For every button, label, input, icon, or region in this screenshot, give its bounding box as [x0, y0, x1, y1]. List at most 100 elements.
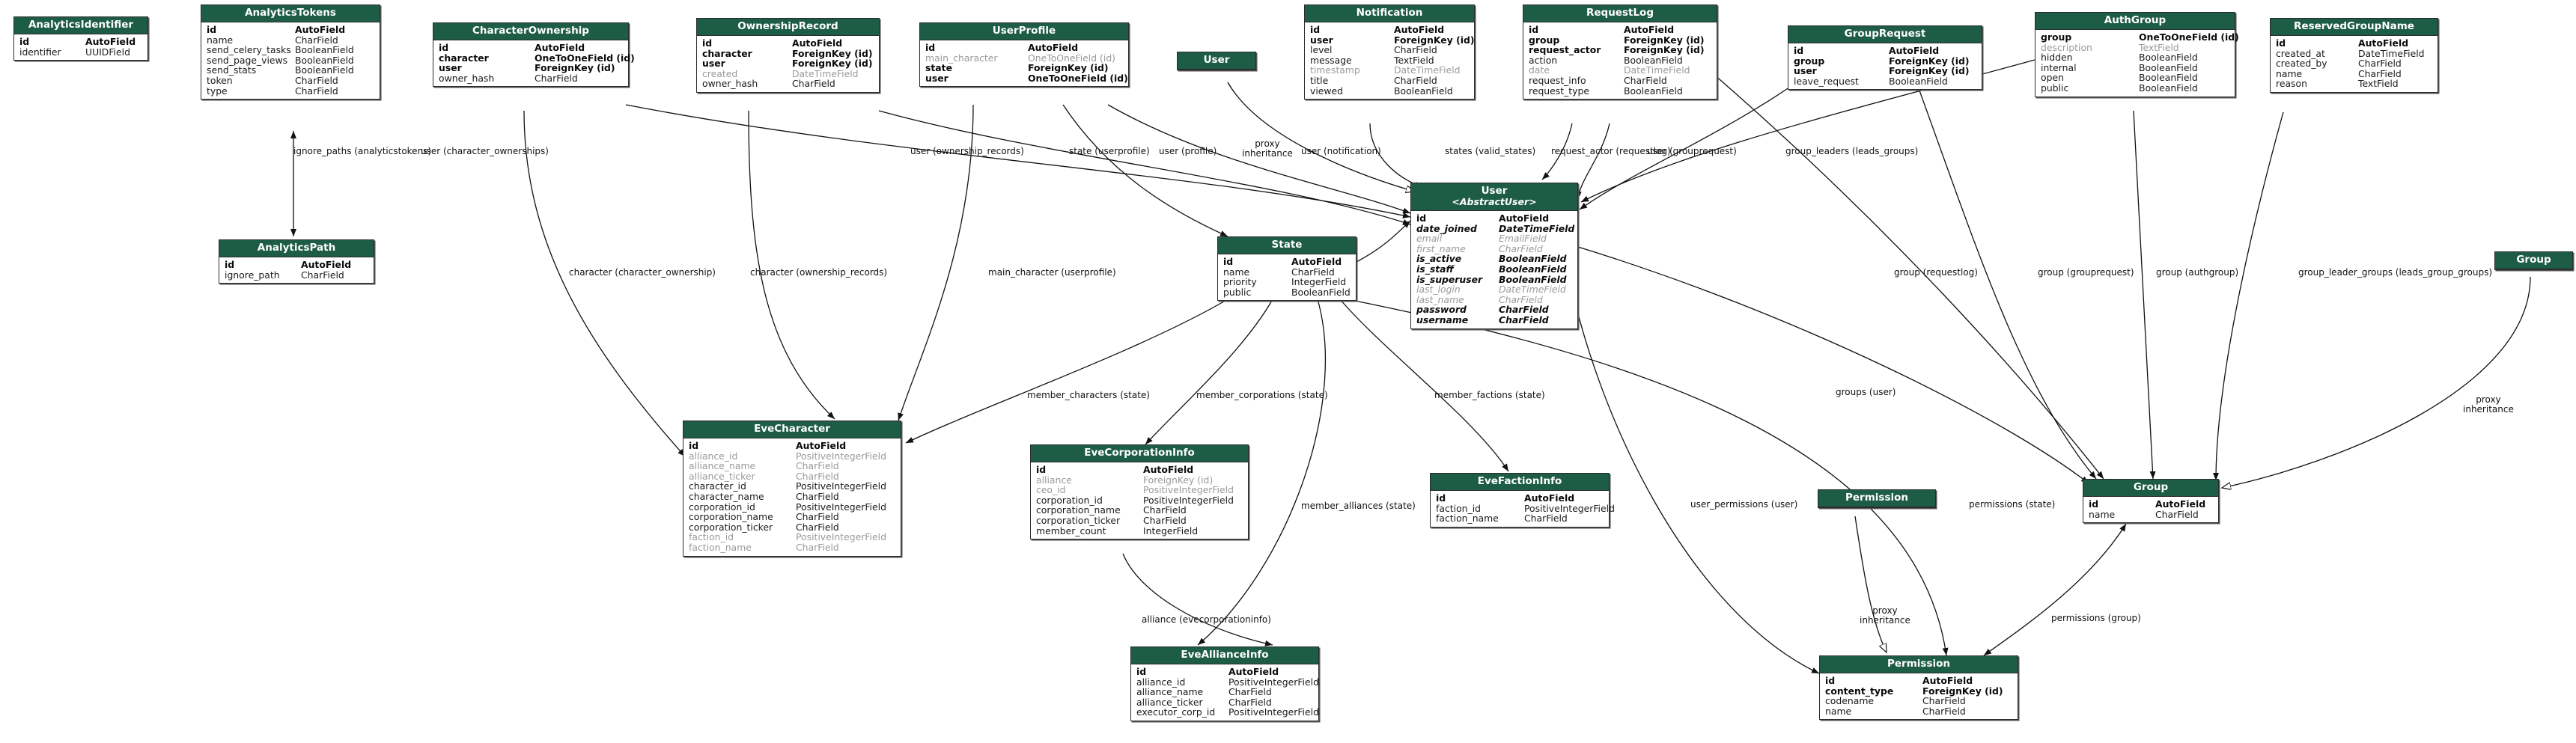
edge-label: permissions (state) [1969, 499, 2056, 510]
field-type: AutoField [1028, 42, 1079, 54]
field-type: AutoField [1499, 212, 1550, 224]
field-name: character_id [689, 480, 746, 492]
field-name: created_by [2276, 58, 2327, 70]
field-name: identifier [19, 46, 61, 58]
edge-label: user_permissions (user) [1690, 499, 1798, 510]
field-name: id [1136, 666, 1147, 678]
entity-title: UserProfile [920, 23, 1128, 41]
field-type: AutoField [2155, 498, 2206, 510]
field-type: AutoField [1889, 45, 1940, 57]
field-type: AutoField [2358, 37, 2409, 49]
entity-name: EveAllianceInfo [1181, 649, 1269, 661]
field-name: last_name [1416, 293, 1464, 305]
edge-label: group (requestlog) [1894, 267, 1978, 278]
field-type: CharField [1499, 242, 1543, 254]
field-name: owner_hash [702, 78, 758, 90]
field-name: id [1036, 464, 1047, 476]
field-type: PositiveIntegerField [1228, 706, 1319, 718]
field-type: CharField [796, 542, 839, 554]
field-name: leave_request [1794, 75, 1859, 87]
entity-group[interactable]: Group [2494, 251, 2573, 271]
field-name: alliance_name [1136, 686, 1204, 698]
field-type: BooleanField [295, 44, 354, 56]
field-name: state [925, 62, 952, 74]
field-name: user [1310, 34, 1333, 46]
field-type: PositiveIntegerField [796, 450, 886, 462]
entity-title: EveAllianceInfo [1131, 647, 1318, 665]
edge-label: user (profile) [1159, 146, 1217, 156]
field-type: PositiveIntegerField [1524, 502, 1615, 514]
entity-title: OwnershipRecord [697, 19, 879, 37]
entity-title: User [1178, 52, 1255, 70]
edge-label: user (character_ownerships) [421, 146, 549, 156]
field-type: EmailField [1499, 233, 1547, 245]
field-name: date [1529, 64, 1550, 76]
entity-title: EveCharacter [683, 421, 901, 439]
field-name: id [439, 42, 449, 54]
field-type: CharField [1499, 304, 1549, 316]
field-name: username [1416, 314, 1469, 326]
field-name: last_login [1416, 284, 1461, 296]
field-name: reason [2276, 78, 2307, 90]
entity-permission[interactable]: Permission [1818, 489, 1936, 509]
field-type: CharField [535, 72, 578, 84]
field-name: id [1825, 675, 1836, 687]
field-type: ForeignKey (id) [1394, 34, 1475, 46]
entity-user[interactable]: User [1177, 52, 1256, 71]
field-name: corporation_name [1036, 504, 1121, 516]
field-type: ForeignKey (id) [792, 47, 873, 59]
entity-name: AnalyticsTokens [245, 7, 336, 19]
edge-label: user (grouprequest) [1647, 146, 1737, 156]
field-type: PositiveIntegerField [796, 531, 886, 543]
field-row: id AutoField [1136, 667, 1313, 677]
field-type: CharField [1143, 515, 1187, 527]
field-type: AutoField [1228, 666, 1279, 678]
field-name: ignore_path [225, 269, 280, 281]
edge-label: proxy inheritance [1242, 138, 1293, 159]
entity-title: Group [2495, 252, 2572, 270]
